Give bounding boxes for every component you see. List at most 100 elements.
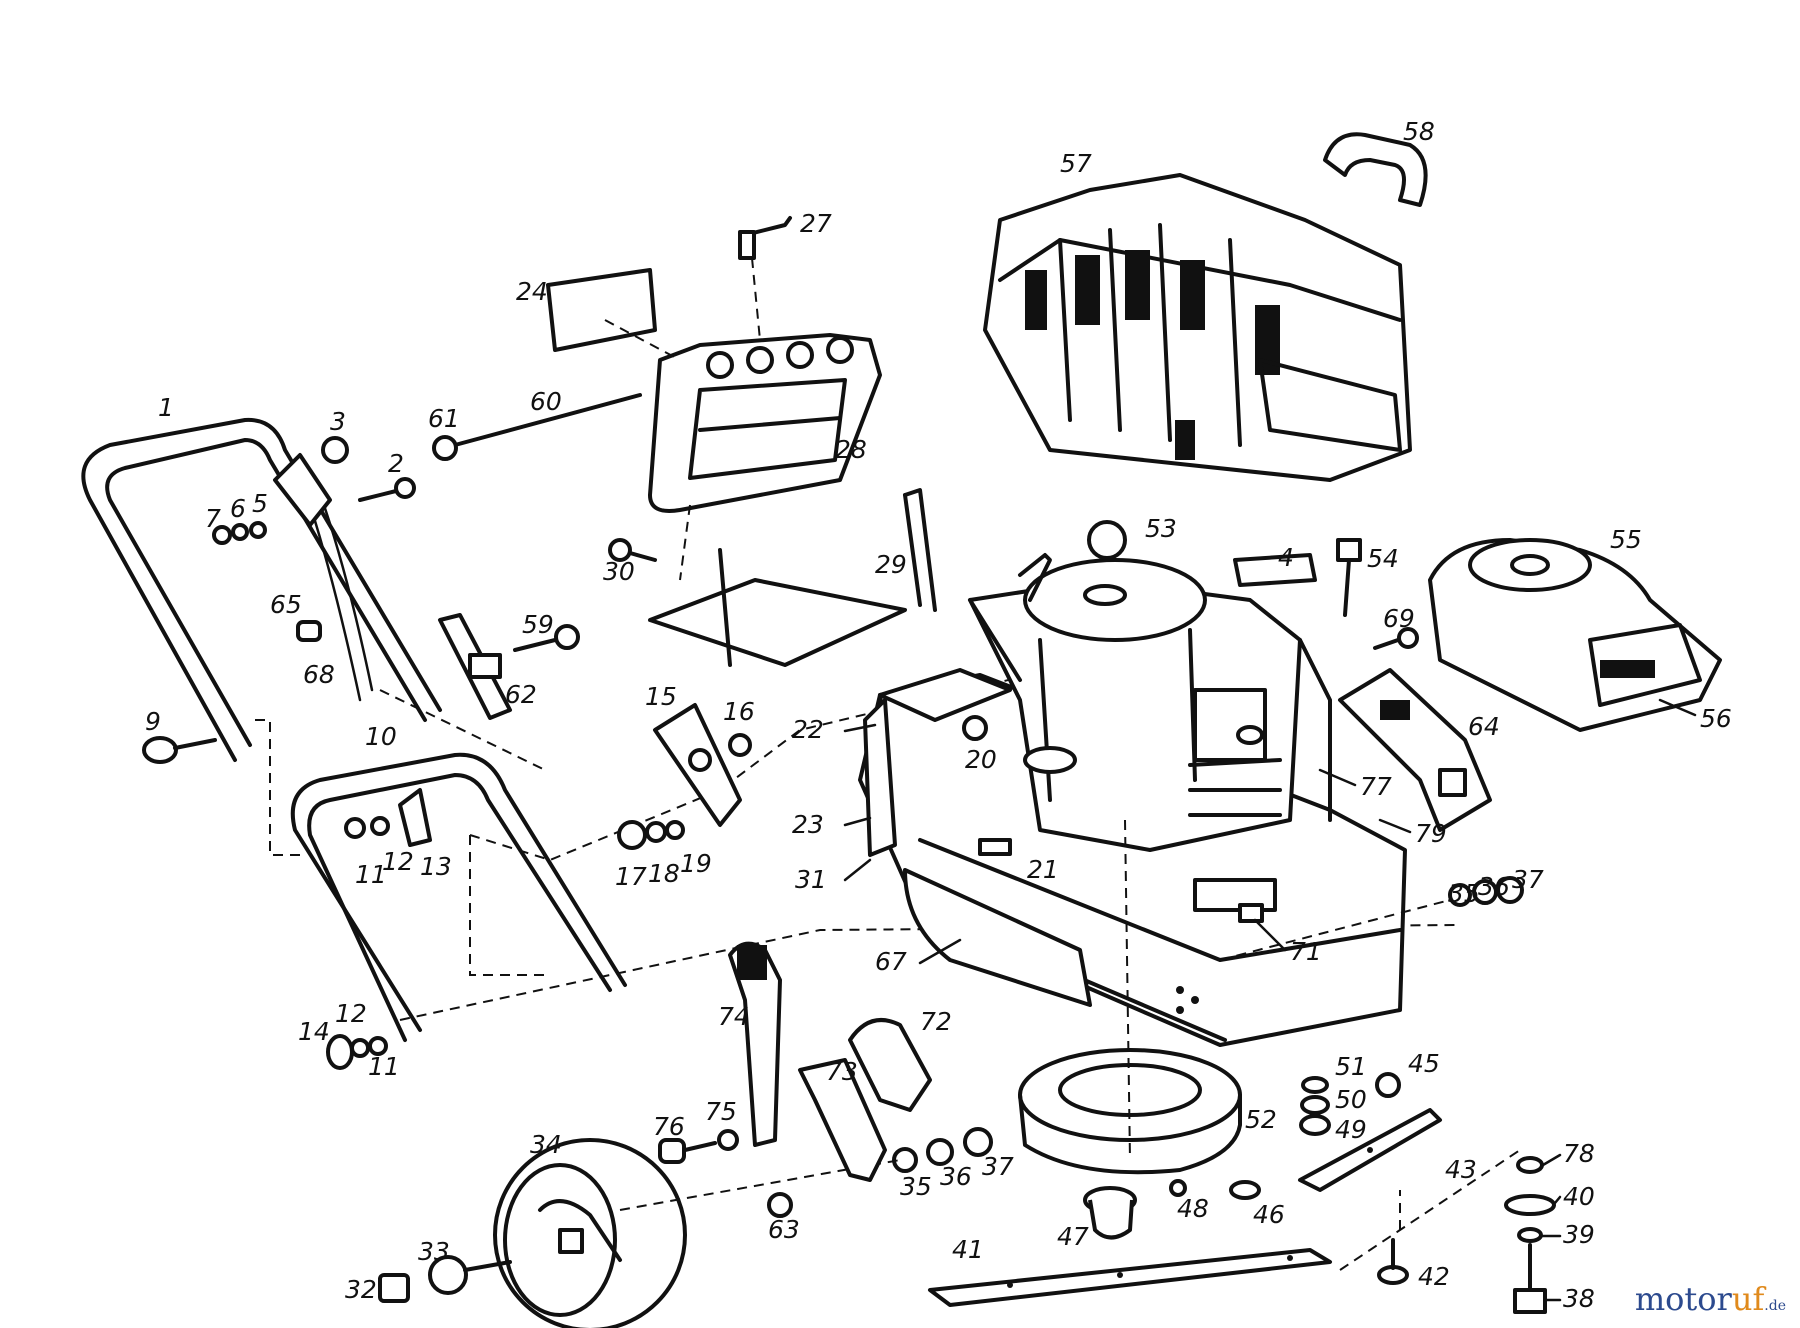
bracket-64: [1338, 668, 1492, 832]
washers-49-50-51: [1299, 1076, 1331, 1136]
label-7: 7: [205, 504, 221, 533]
bracket-15: [653, 703, 742, 827]
label-3: 3: [330, 407, 346, 436]
knob-13: [344, 788, 432, 847]
label-1: 1: [158, 393, 174, 422]
label-53: 53: [1145, 514, 1177, 543]
label-58: 58: [1403, 117, 1435, 146]
clip-27: [738, 216, 792, 341]
label-35b: 35: [1448, 879, 1480, 908]
label-32: 32: [345, 1275, 377, 1304]
vent-21: [978, 838, 1012, 856]
label-13: 13: [420, 852, 452, 881]
label-68: 68: [303, 660, 335, 689]
label-56: 56: [1700, 704, 1732, 733]
wheel-34: [493, 1138, 687, 1328]
handle-lever: [273, 436, 349, 527]
label-78: 78: [1563, 1139, 1595, 1168]
air-filter-cover-55: [1428, 538, 1722, 732]
label-24: 24: [516, 277, 548, 306]
label-54: 54: [1367, 544, 1399, 573]
washer-46: [1229, 1180, 1261, 1200]
label-19: 19: [680, 849, 712, 878]
label-72: 72: [920, 1007, 952, 1036]
bracket-73: [798, 1058, 887, 1182]
height-lever-74: [728, 941, 782, 1147]
label-plate-4: [1233, 553, 1317, 587]
label-15: 15: [645, 682, 677, 711]
label-5: 5: [252, 489, 268, 518]
label-45: 45: [1408, 1049, 1440, 1078]
label-64: 64: [1468, 712, 1500, 741]
lower-handle: [290, 752, 627, 1042]
label-57: 57: [1060, 149, 1092, 178]
bracket-31: [863, 698, 897, 857]
bracket-72: [848, 1018, 932, 1112]
screw-30: [608, 538, 657, 562]
blade-43: [1298, 1108, 1442, 1192]
bolt-76: [658, 1138, 717, 1164]
blade-bolt-47: [1083, 1186, 1137, 1240]
label-37b: 37: [1512, 865, 1544, 894]
label-46: 46: [1253, 1200, 1285, 1229]
label-55: 55: [1610, 525, 1642, 554]
label-42: 42: [1418, 1262, 1450, 1291]
label-50: 50: [1335, 1085, 1367, 1114]
label-11a: 11: [355, 860, 387, 889]
blade-41: [928, 1248, 1332, 1307]
nuts-35-36-37-right: [1448, 876, 1524, 907]
label-16: 16: [723, 697, 755, 726]
label-36b: 36: [1478, 872, 1510, 901]
label-27: 27: [800, 209, 832, 238]
label-12a: 12: [382, 847, 414, 876]
screw-69: [1373, 627, 1419, 650]
label-43: 43: [1445, 1155, 1477, 1184]
label-63: 63: [768, 1215, 800, 1244]
hub-cap-32: [378, 1273, 410, 1303]
label-23: 23: [792, 810, 824, 839]
catcher-front-28: [648, 333, 882, 513]
label-39: 39: [1563, 1220, 1595, 1249]
label-51: 51: [1335, 1052, 1367, 1081]
label-35a: 35: [900, 1172, 932, 1201]
label-28: 28: [835, 435, 867, 464]
label-52: 52: [1245, 1105, 1277, 1134]
label-12b: 12: [335, 999, 367, 1028]
label-38: 38: [1563, 1284, 1595, 1313]
screw-20: [962, 715, 988, 741]
screw-16: [728, 733, 752, 757]
label-21: 21: [1027, 855, 1059, 884]
label-65: 65: [270, 590, 302, 619]
bag-handle-58: [1323, 132, 1428, 207]
label-75: 75: [705, 1097, 737, 1126]
label-29: 29: [875, 550, 907, 579]
label-34: 34: [530, 1130, 562, 1159]
label-4: 4: [1278, 543, 1294, 572]
label-6: 6: [230, 494, 246, 523]
label-11b: 11: [368, 1052, 400, 1081]
grass-bag-57: [983, 173, 1412, 482]
engine-53: [968, 520, 1332, 852]
label-33: 33: [418, 1237, 450, 1266]
label-62: 62: [505, 680, 537, 709]
label-73: 73: [826, 1057, 858, 1086]
label-30: 30: [603, 557, 635, 586]
handle-bracket-62: [438, 613, 512, 720]
label-47: 47: [1057, 1222, 1089, 1251]
bolt-2: [358, 477, 416, 502]
label-59: 59: [522, 610, 554, 639]
watermark-logo: motoruf.de: [1634, 1280, 1786, 1318]
washer-48: [1169, 1179, 1187, 1197]
bolt-59: [513, 624, 580, 652]
washer-63: [767, 1192, 793, 1218]
label-17: 17: [615, 862, 647, 891]
upper-handle: [81, 417, 442, 762]
label-41: 41: [952, 1235, 984, 1264]
label-67: 67: [875, 947, 907, 976]
catcher-bracket-29: [648, 488, 937, 667]
label-9: 9: [145, 707, 161, 736]
label-79: 79: [1415, 819, 1447, 848]
label-69: 69: [1383, 604, 1415, 633]
label-40: 40: [1563, 1182, 1595, 1211]
